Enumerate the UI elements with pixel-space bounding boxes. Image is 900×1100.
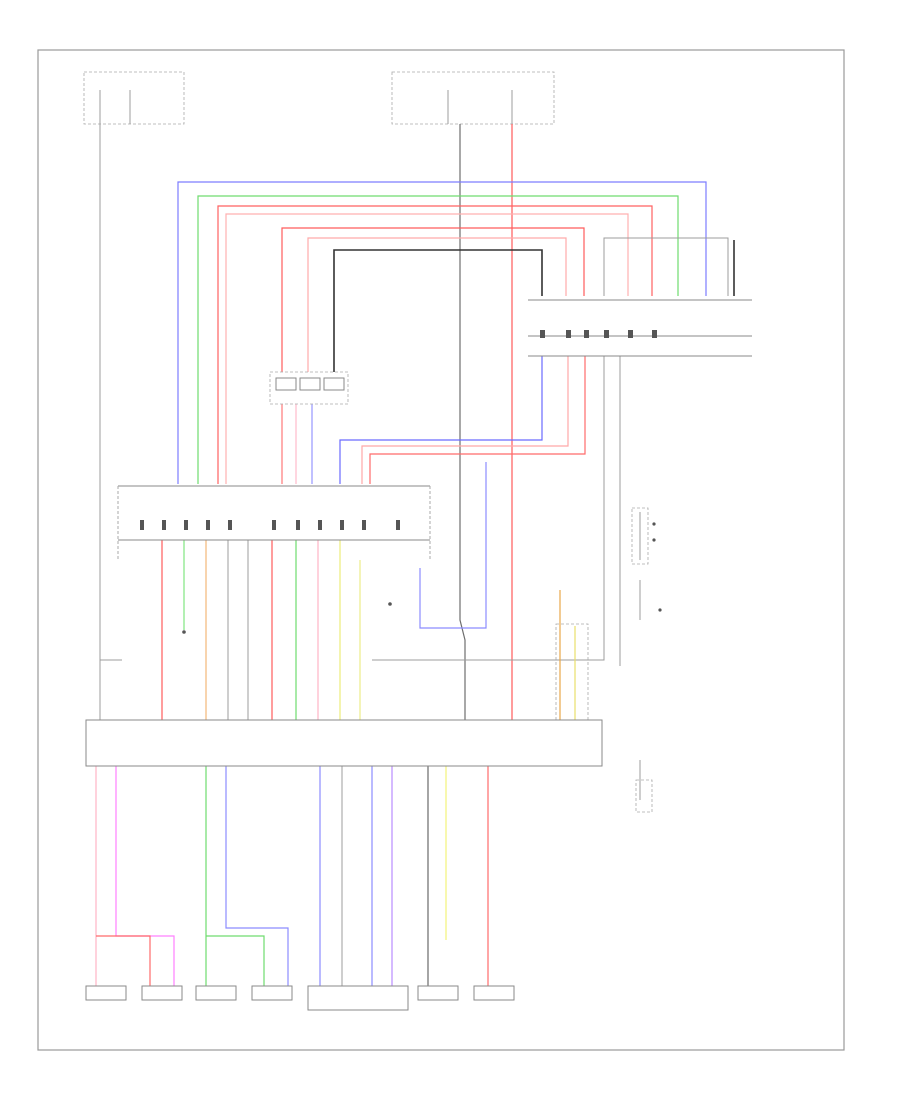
wire-pink-cross xyxy=(361,356,569,484)
connector-upper-right xyxy=(528,299,752,357)
sensor-box xyxy=(555,623,589,721)
wires xyxy=(95,124,735,990)
right-connector-box xyxy=(631,507,649,565)
sensor-rear-right xyxy=(473,985,515,1001)
wire-blue-outer xyxy=(177,181,707,484)
wire-low-blue xyxy=(225,766,289,990)
wire-pink-mid xyxy=(307,237,567,372)
center-module xyxy=(307,985,409,1011)
fuse-box-left xyxy=(83,71,185,125)
module-connector-row xyxy=(117,485,431,560)
sensor-front-left-2 xyxy=(141,985,183,1001)
sensor-front-left xyxy=(85,985,127,1001)
wire-pink-outer xyxy=(225,213,629,484)
sensor-front-right xyxy=(195,985,237,1001)
wire-low-green2 xyxy=(206,935,265,990)
relay-cell-3 xyxy=(323,377,345,391)
right-connector-box-2 xyxy=(635,779,653,813)
bottom-components xyxy=(85,985,515,1011)
page-frame xyxy=(37,49,845,1051)
wire-green-outer xyxy=(197,195,679,484)
ground-symbols xyxy=(182,522,662,634)
fuse-box-right xyxy=(391,71,555,125)
main-control-unit xyxy=(85,719,603,767)
wire-red-outer xyxy=(217,205,653,484)
wire-red-cross xyxy=(369,356,586,484)
wire-top-gray xyxy=(459,124,466,720)
relay-cell-1 xyxy=(275,377,297,391)
fuse-left-verticals xyxy=(99,90,131,124)
wire-low-red xyxy=(96,935,151,990)
wire-gray-right xyxy=(603,237,729,296)
sensor-front-right-2 xyxy=(251,985,293,1001)
wire-gray-rightside xyxy=(372,356,605,661)
wire-blue-down xyxy=(419,462,487,629)
wire-blue-cross xyxy=(339,356,543,484)
fuse-right-verticals xyxy=(447,90,513,124)
sensor-rear-left xyxy=(417,985,459,1001)
relay-cell-2 xyxy=(299,377,321,391)
wire-dark-inner xyxy=(333,249,543,372)
wire-red-mid xyxy=(281,227,585,372)
